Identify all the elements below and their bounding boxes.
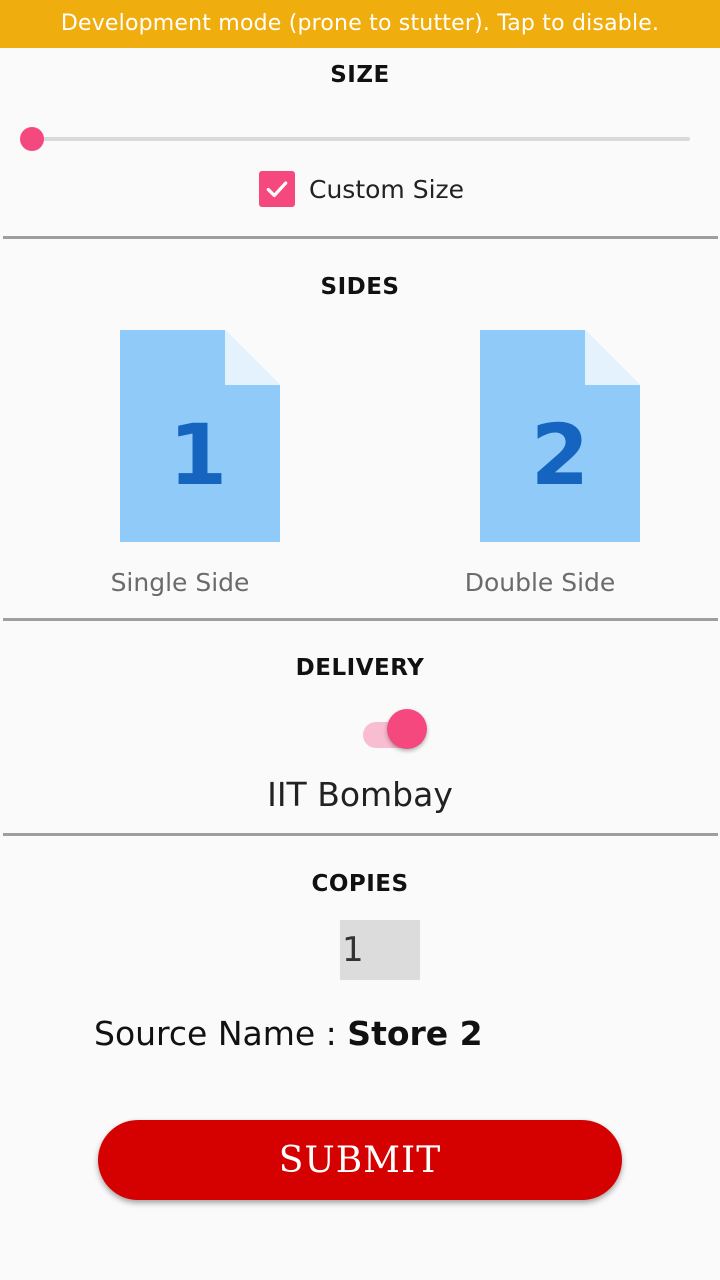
divider [3,833,718,836]
copies-title: COPIES [311,871,409,897]
sides-title: SIDES [320,274,400,300]
delivery-title: DELIVERY [295,655,425,681]
page-number-text: 1 [169,406,227,504]
size-title: SIZE [330,62,390,88]
delivery-toggle[interactable] [361,709,429,751]
custom-size-checkbox[interactable] [259,171,295,207]
source-name-row: Source Name : Store 2 [94,1014,483,1053]
divider [3,618,718,621]
page-number-text: 2 [531,406,589,504]
slider-thumb[interactable] [20,127,44,151]
delivery-location: IIT Bombay [267,775,453,814]
custom-size-label: Custom Size [309,174,465,204]
copies-input[interactable] [340,920,420,980]
single-side-label: Single Side [110,568,250,597]
page-two-icon: 2 [480,330,640,542]
double-side-label: Double Side [464,568,616,597]
size-slider[interactable] [20,126,690,152]
source-name-label: Source Name : [94,1014,348,1053]
page-one-icon: 1 [120,330,280,542]
source-name-value: Store 2 [347,1014,483,1053]
check-icon [266,181,288,198]
slider-track [32,137,690,141]
single-side-option[interactable]: 1 Single Side [70,330,290,620]
toggle-thumb[interactable] [387,709,427,749]
divider [3,236,718,239]
double-side-option[interactable]: 2 Double Side [430,330,650,620]
dev-mode-banner[interactable]: Development mode (prone to stutter). Tap… [0,0,720,48]
submit-button[interactable]: SUBMIT [98,1120,622,1200]
custom-size-row[interactable]: Custom Size [259,171,464,207]
